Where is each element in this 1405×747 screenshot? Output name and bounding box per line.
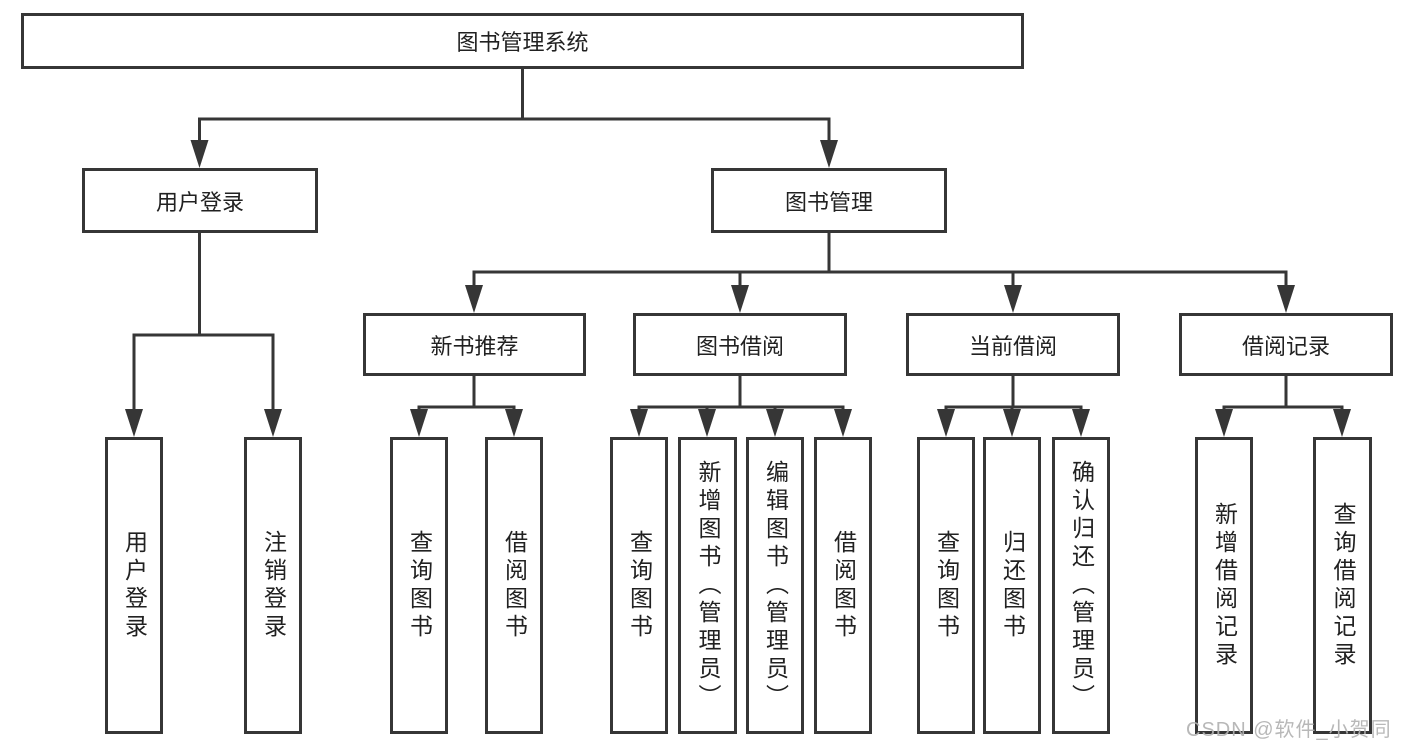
leaf-label: 查询图书 — [626, 529, 653, 642]
leaf-label: 查询图书 — [406, 529, 433, 642]
node-label: 图书管理 — [784, 189, 873, 215]
node-label: 借阅记录 — [1241, 333, 1330, 359]
node-book-borrowing: 图书借阅 — [633, 313, 847, 376]
leaf-label: 用户登录 — [121, 529, 148, 642]
leaf-query-books-recommend: 查询图书 — [390, 437, 448, 734]
leaf-add-book-admin: 新增图书（管理员） — [678, 437, 737, 734]
leaf-query-books-current: 查询图书 — [917, 437, 975, 734]
leaf-label: 归还图书 — [999, 529, 1026, 642]
node-label: 图书管理系统 — [456, 30, 589, 55]
leaf-label: 新增借阅记录 — [1211, 501, 1238, 670]
leaf-label: 确认归还（管理员） — [1068, 459, 1095, 712]
leaf-borrow-books-recommend: 借阅图书 — [485, 437, 543, 734]
leaf-borrow-books-borrowing: 借阅图书 — [814, 437, 872, 734]
leaf-return-book: 归还图书 — [983, 437, 1041, 734]
node-label: 图书借阅 — [695, 333, 784, 359]
leaf-label: 编辑图书（管理员） — [762, 459, 789, 712]
node-borrow-records: 借阅记录 — [1179, 313, 1393, 376]
leaf-confirm-return-admin: 确认归还（管理员） — [1052, 437, 1110, 734]
leaf-label: 借阅图书 — [501, 529, 528, 642]
leaf-label: 借阅图书 — [830, 529, 857, 642]
leaf-user-login: 用户登录 — [105, 437, 163, 734]
leaf-add-borrow-record: 新增借阅记录 — [1195, 437, 1253, 734]
leaf-label: 新增图书（管理员） — [695, 459, 721, 712]
node-new-book-recommendation: 新书推荐 — [363, 313, 586, 376]
leaf-label: 注销登录 — [260, 529, 287, 642]
leaf-label: 查询图书 — [933, 529, 960, 642]
node-label: 新书推荐 — [430, 333, 519, 359]
leaf-query-books-borrowing: 查询图书 — [610, 437, 668, 734]
node-label: 当前借阅 — [968, 333, 1057, 359]
node-user-login: 用户登录 — [82, 168, 318, 233]
leaf-logout: 注销登录 — [244, 437, 302, 734]
node-book-management: 图书管理 — [711, 168, 947, 233]
leaf-label: 查询借阅记录 — [1330, 501, 1356, 670]
leaf-edit-book-admin: 编辑图书（管理员） — [746, 437, 804, 734]
leaf-query-borrow-record: 查询借阅记录 — [1313, 437, 1372, 734]
node-library-management-system: 图书管理系统 — [21, 13, 1024, 69]
node-label: 用户登录 — [155, 189, 244, 215]
arrowhead-icons — [125, 140, 1351, 437]
node-current-borrowing: 当前借阅 — [906, 313, 1120, 376]
csdn-watermark: CSDN @软件_小贺同学 — [1186, 719, 1392, 741]
